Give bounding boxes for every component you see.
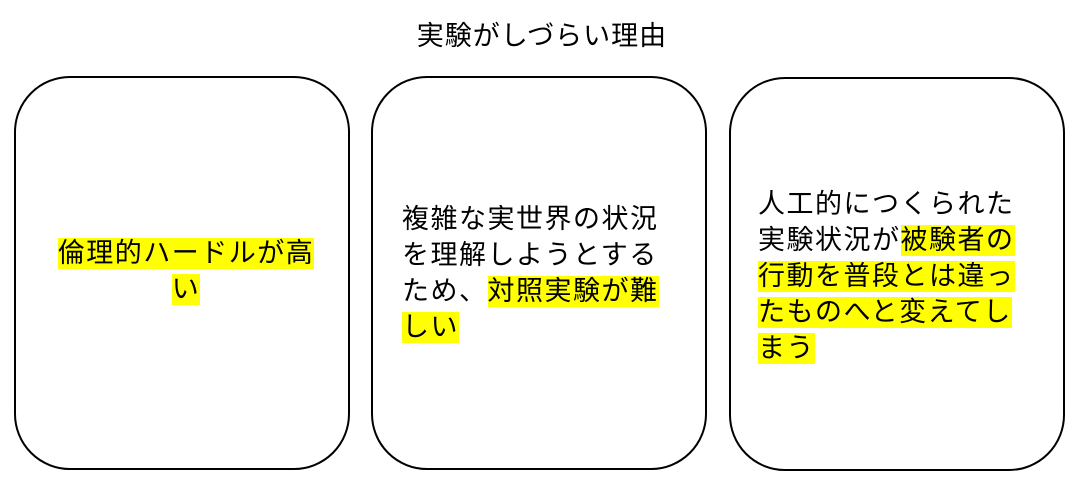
- reason-text: 複雑な実世界の状況を理解しようとするため、対照実験が難しい: [402, 202, 682, 346]
- highlighted-text: 倫理的ハードルが高い: [57, 238, 315, 305]
- reason-box-control-experiment: 複雑な実世界の状況を理解しようとするため、対照実験が難しい: [371, 76, 707, 470]
- diagram-title: 実験がしづらい理由: [416, 21, 668, 52]
- reason-box-ethics: 倫理的ハードルが高い: [14, 76, 350, 470]
- reason-text: 倫理的ハードルが高い: [46, 236, 326, 308]
- plain-text: 複雑な実世界の状況を理解しようとするため、: [402, 204, 659, 307]
- reason-text: 人工的につくられた実験状況が被験者の行動を普段とは違ったものへと変えてしまう: [758, 187, 1038, 367]
- plain-text: 人工的につくられた実験状況が: [758, 189, 1015, 256]
- reason-box-artificial-setting: 人工的につくられた実験状況が被験者の行動を普段とは違ったものへと変えてしまう: [729, 77, 1065, 471]
